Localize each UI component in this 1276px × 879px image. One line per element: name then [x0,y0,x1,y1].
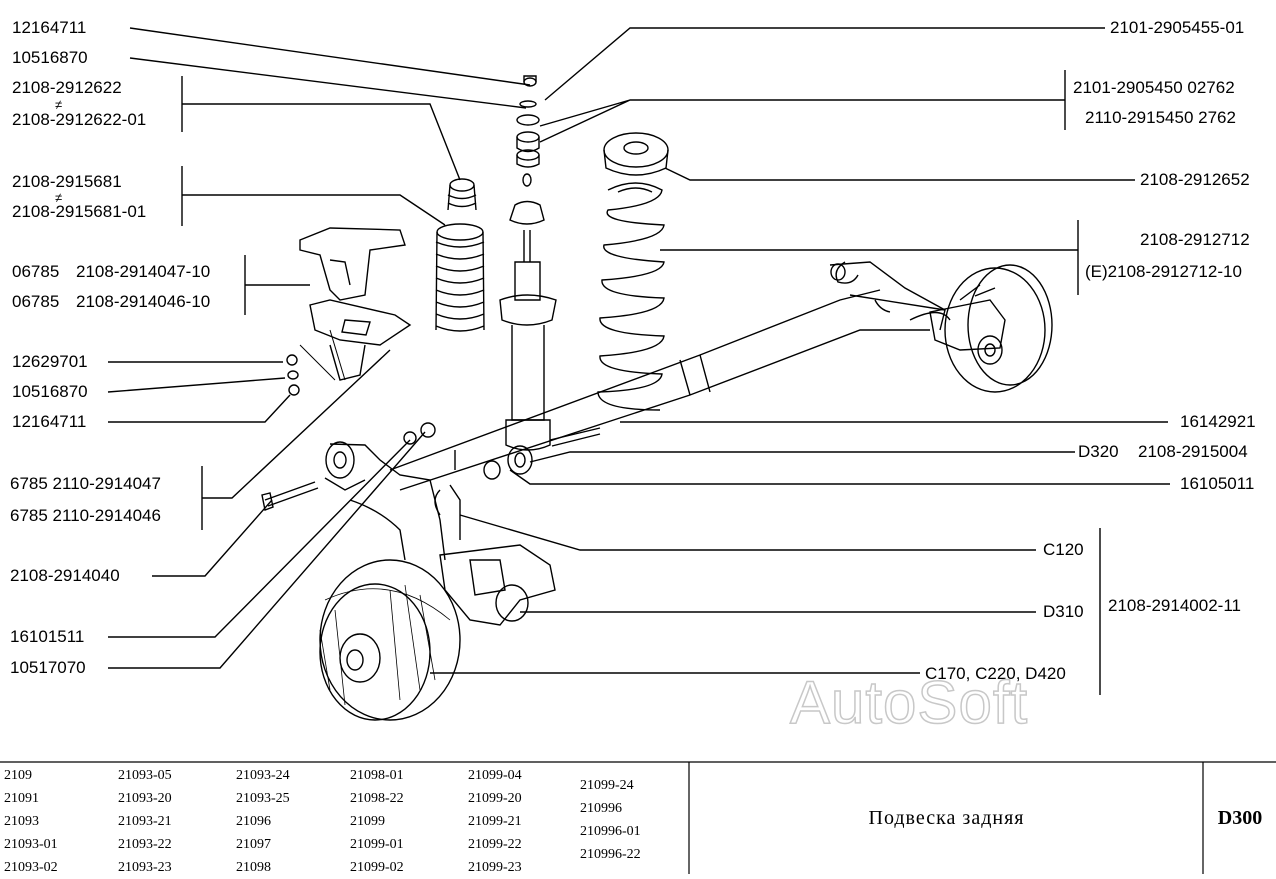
neq-symbol-1: ≠ [55,97,63,112]
model-item: 21098-01 [350,768,404,783]
label-10517070: 10517070 [10,658,86,677]
model-item: 21099-21 [468,814,522,829]
model-item: 21093-24 [236,768,290,783]
label-12164711-top: 12164711 [12,18,87,37]
boot [435,178,485,332]
label-d310: D310 [1043,602,1084,621]
model-item: 21093-20 [118,791,172,806]
trailing-arm-left [261,422,601,626]
label-2101-2905450: 2101-2905450 02762 [1073,78,1235,97]
model-item: 21093-21 [118,814,172,829]
leader-lines-left [107,27,531,669]
coil-spring [597,132,669,411]
label-c120: C120 [1043,540,1084,559]
model-item: 21093-05 [118,768,172,783]
label-16142921: 16142921 [1180,412,1256,431]
label-2108-2915681-01: 2108-2915681-01 [12,202,147,221]
model-item: 21097 [236,837,271,852]
model-column-3: 21093-24 21093-25 21096 21097 21098 [236,764,290,879]
model-item: 210996-01 [580,824,641,839]
label-12164711-mid: 12164711 [12,412,87,431]
model-item: 21099 [350,814,385,829]
model-item: 21099-24 [580,778,634,793]
model-column-2: 21093-05 21093-20 21093-21 21093-22 2109… [118,764,172,879]
model-item: 21099-01 [350,837,404,852]
model-item: 21093 [4,814,39,829]
model-column-1: 2109 21091 21093 21093-01 21093-02 [4,764,58,879]
label-2108-2914046-10: 2108-2914046-10 [76,292,211,311]
label-c170-c220-d420: C170, C220, D420 [925,664,1066,683]
label-16101511: 16101511 [10,627,85,646]
model-item: 210996-22 [580,847,641,862]
model-item: 2109 [4,768,32,783]
label-2110-2915450: 2110-2915450 2762 [1085,108,1236,127]
label-2108-2914047-10: 2108-2914047-10 [76,262,211,281]
label-12629701: 12629701 [12,352,88,371]
label-2108-2915004: 2108-2915004 [1138,442,1248,461]
label-2108-2912622: 2108-2912622 [12,78,122,97]
model-column-5: 21099-04 21099-20 21099-21 21099-22 2109… [468,764,522,879]
model-item: 21093-23 [118,860,172,875]
page-code: D300 [1217,806,1263,829]
model-item: 21093-25 [236,791,290,806]
brake-drum [319,559,461,721]
rear-beam [389,261,1053,491]
model-item: 21093-22 [118,837,172,852]
model-item: 21098-22 [350,791,404,806]
footer-grid [0,761,1276,874]
label-6785-2110-2914047: 6785 2110-2914047 [10,474,161,493]
model-item: 21099-20 [468,791,522,806]
label-2108-2914002-11: 2108-2914002-11 [1108,596,1241,615]
label-06785-b: 06785 [12,292,60,311]
model-item: 21098 [236,860,271,875]
model-item: 21093-01 [4,837,58,852]
model-item: 21099-02 [350,860,404,875]
label-2108-2915681: 2108-2915681 [12,172,122,191]
model-item: 21096 [236,814,271,829]
label-2108-2912652: 2108-2912652 [1140,170,1250,189]
label-2108-2914040: 2108-2914040 [10,566,120,585]
model-item: 21091 [4,791,39,806]
model-item: 210996 [580,801,622,816]
label-10516870-top: 10516870 [12,48,88,67]
leader-lines-right [430,27,1170,695]
model-column-6: 21099-24 210996 210996-01 210996-22 [580,774,641,866]
model-item: 21099-23 [468,860,522,875]
model-item: 21099-22 [468,837,522,852]
label-06785-a: 06785 [12,262,60,281]
model-item: 21099-04 [468,768,522,783]
label-16105011: 16105011 [1180,474,1255,493]
label-e-2108-2912712-10: (E)2108-2912712-10 [1085,262,1242,281]
label-2108-2912712: 2108-2912712 [1140,230,1250,249]
model-item: 21093-02 [4,860,58,875]
model-column-4: 21098-01 21098-22 21099 21099-01 21099-0… [350,764,404,879]
label-2101-2905455-01: 2101-2905455-01 [1110,18,1245,37]
shock-absorber [499,230,557,475]
label-6785-2110-2914046: 6785 2110-2914046 [10,506,161,525]
watermark: AutoSoft [789,668,1029,737]
label-d320: D320 [1078,442,1119,461]
label-2108-2912622-01: 2108-2912622-01 [12,110,147,129]
neq-symbol-2: ≠ [55,190,63,205]
upper-bracket [286,227,412,396]
page-title: Подвеска задняя [868,806,1025,829]
footer: 2109 21091 21093 21093-01 21093-02 21093… [0,762,1276,875]
shock-top-parts [509,75,545,225]
label-10516870-mid: 10516870 [12,382,88,401]
